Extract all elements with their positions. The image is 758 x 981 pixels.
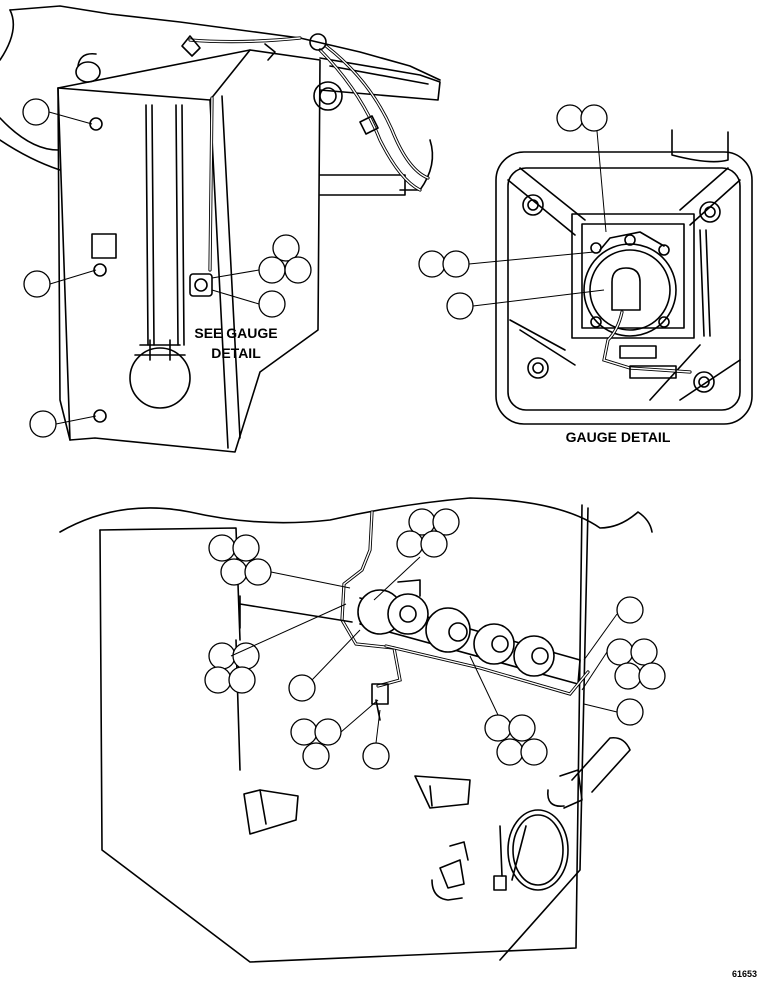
- callout-bubble: [258, 256, 286, 284]
- callout-bubble: [556, 104, 584, 132]
- callout-bubble: [302, 742, 330, 770]
- callout-bubble: [23, 270, 51, 298]
- callout-bubble: [418, 250, 446, 278]
- callout-bubble: [520, 738, 548, 766]
- callout-bubble: [258, 290, 286, 318]
- callout-bubble: [638, 662, 666, 690]
- callout-bubble: [284, 256, 312, 284]
- callout-bubble: [484, 714, 512, 742]
- see-gauge-label: SEE GAUGE: [194, 325, 277, 341]
- callout-bubble: [232, 534, 260, 562]
- gauge-detail-caption: GAUGE DETAIL: [566, 429, 671, 445]
- callout-bubble: [288, 674, 316, 702]
- callout-bubble: [314, 718, 342, 746]
- callout-bubble: [244, 558, 272, 586]
- callout-bubble: [630, 638, 658, 666]
- callout-bubble: [432, 508, 460, 536]
- callout-bubble: [580, 104, 608, 132]
- detail-label: DETAIL: [211, 345, 261, 361]
- callout-bubble: [614, 662, 642, 690]
- callout-bubble: [442, 250, 470, 278]
- callout-bubble: [272, 234, 300, 262]
- callout-bubble: [496, 738, 524, 766]
- callout-bubble: [396, 530, 424, 558]
- gauge-detail-view: GAUGE DETAIL: [418, 104, 753, 445]
- callout-bubble: [606, 638, 634, 666]
- callout-bubble: [232, 642, 260, 670]
- callout-bubble: [446, 292, 474, 320]
- callout-bubble: [204, 666, 232, 694]
- callout-bubble: [29, 410, 57, 438]
- fuel-tank-view: SEE GAUGE DETAIL: [0, 5, 441, 453]
- callout-bubble: [228, 666, 256, 694]
- callout-bubble: [22, 98, 50, 126]
- callout-bubble: [220, 558, 248, 586]
- callout-bubble: [616, 596, 644, 624]
- figure-number: 61653: [732, 969, 757, 979]
- callout-bubble: [290, 718, 318, 746]
- callout-bubble: [362, 742, 390, 770]
- callout-bubble: [508, 714, 536, 742]
- fuel-filter-view: 61653: [59, 497, 757, 979]
- callout-bubble: [616, 698, 644, 726]
- callout-bubble: [420, 530, 448, 558]
- callout-bubble: [208, 534, 236, 562]
